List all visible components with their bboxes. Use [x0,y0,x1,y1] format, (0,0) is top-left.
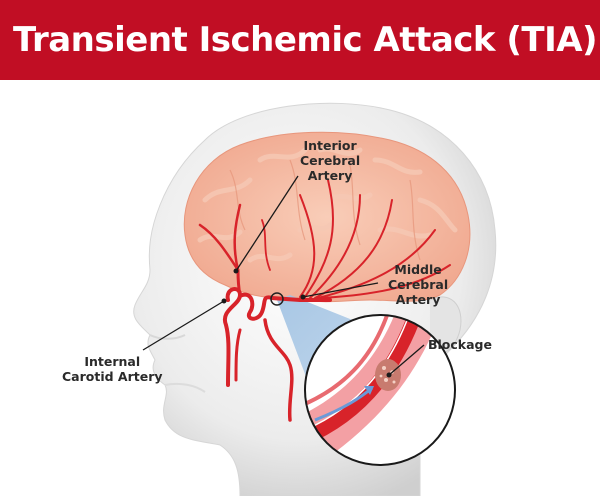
title-banner: Transient Ischemic Attack (TIA) [0,0,600,80]
label-line: Internal [84,354,141,369]
label-line: Blockage [428,337,492,352]
page-title: Transient Ischemic Attack (TIA) [13,20,598,60]
label-line: Artery [395,292,441,307]
leader-lines [142,175,425,376]
label-middle-cerebral-artery: Middle Cerebral Artery [388,262,448,307]
label-blockage: Blockage [428,337,492,352]
magnified-view [304,314,456,466]
label-line: Middle [394,262,442,277]
arteries [198,179,451,422]
label-interior-cerebral-artery: Interior Cerebral Artery [300,138,360,183]
tia-illustration [133,102,497,496]
blockage-site-marker [270,292,284,306]
label-line: Cerebral [388,277,449,292]
label-line: Carotid Artery [62,369,163,384]
label-line: Artery [307,168,353,183]
label-line: Cerebral [300,153,361,168]
brain [183,131,471,303]
label-line: Interior [303,138,357,153]
label-internal-carotid-artery: Internal Carotid Artery [62,354,163,384]
